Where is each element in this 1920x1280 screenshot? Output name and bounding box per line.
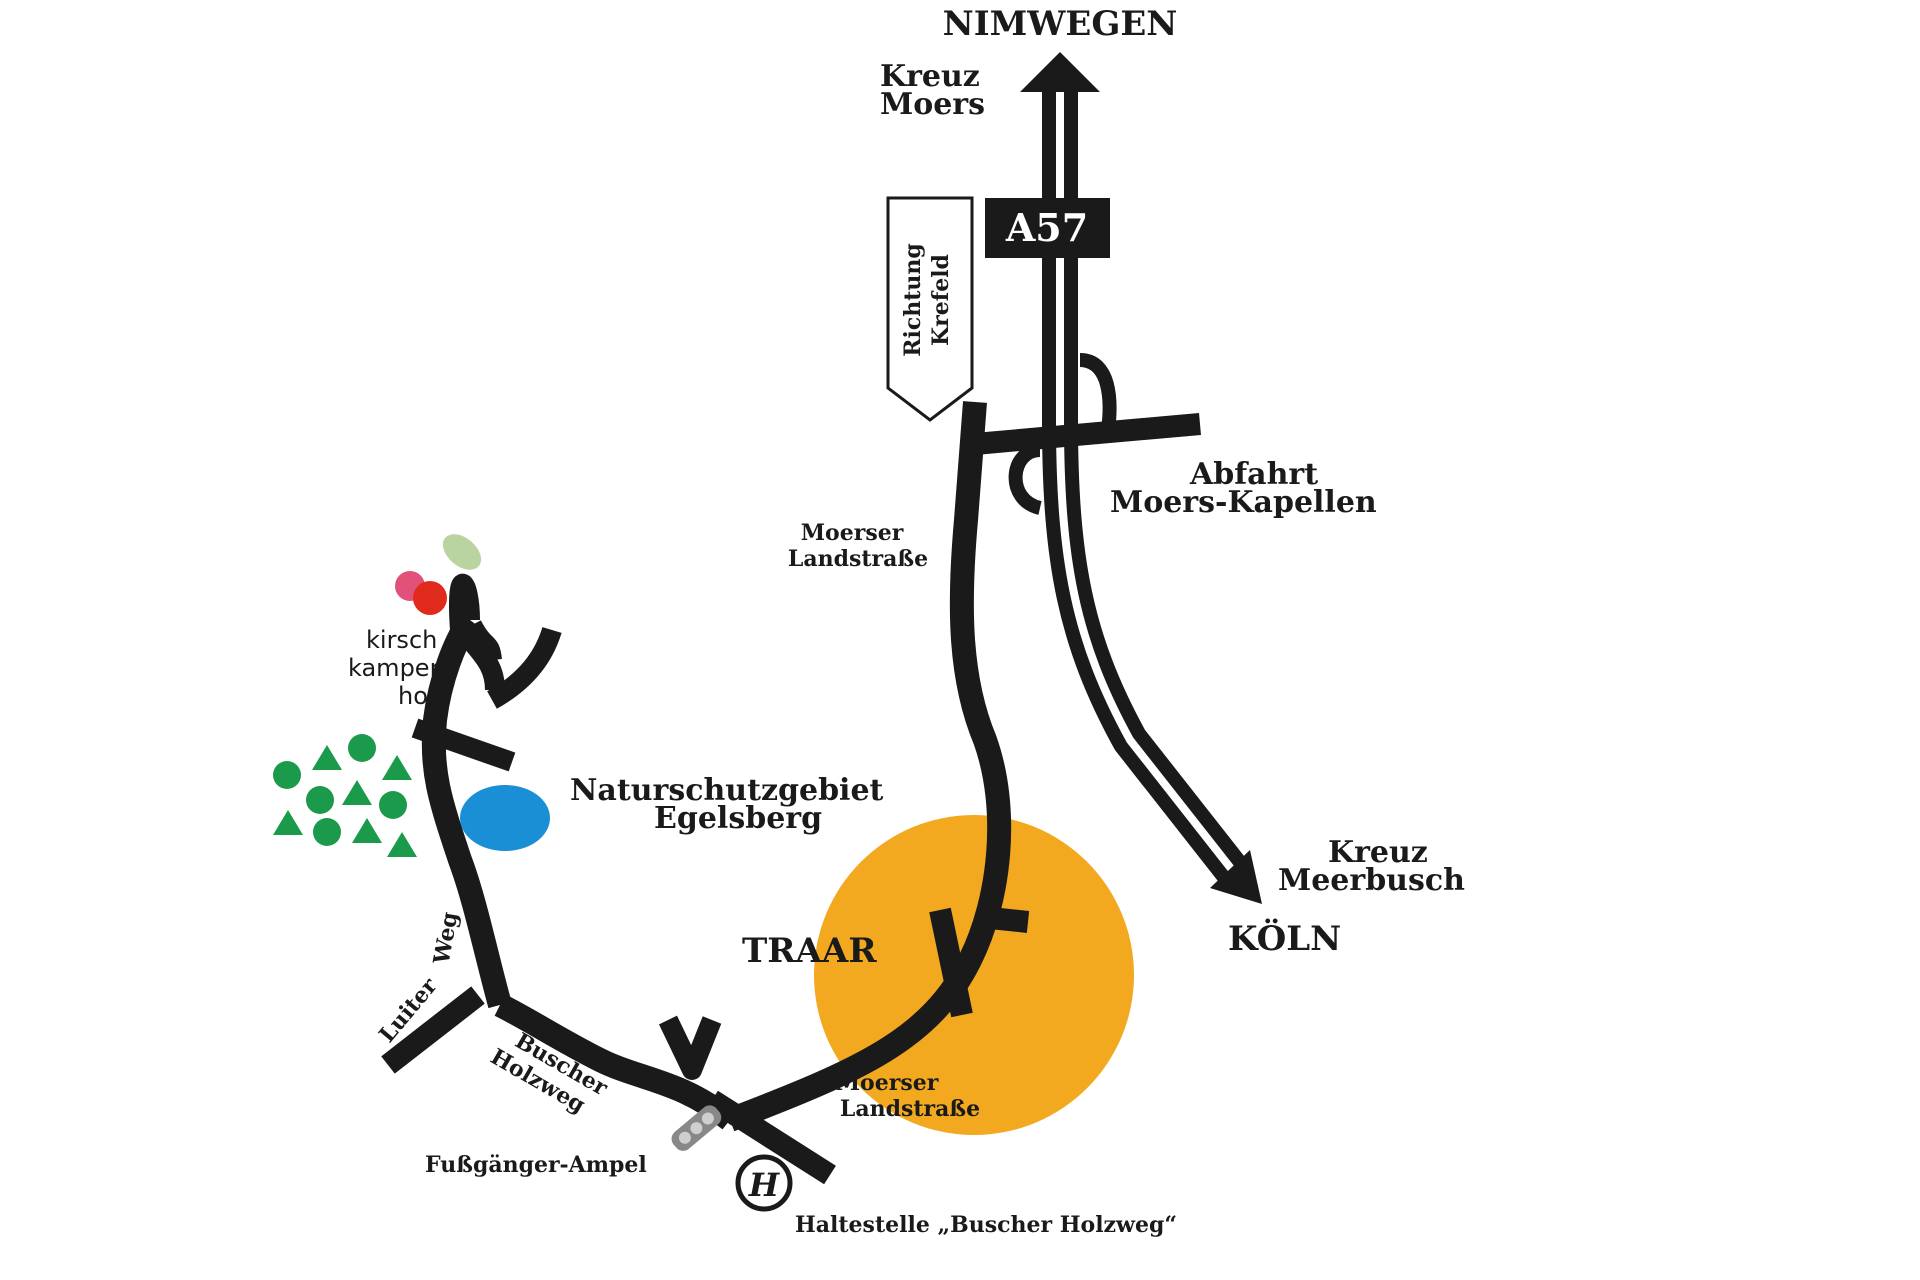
abfahrt-cross-road xyxy=(974,413,1201,455)
kreuz-meerbusch-label-1: Kreuz xyxy=(1328,835,1428,870)
krefeld-label: Krefeld xyxy=(928,254,954,346)
traffic-light-icon xyxy=(671,1105,722,1151)
abfahrt-label-2: Moers-Kapellen xyxy=(1110,485,1377,520)
moerser-top-label-1: Moerser xyxy=(801,520,904,546)
naturschutz-label-2: Egelsberg xyxy=(654,801,822,836)
haltestelle-label: Haltestelle „Buscher Holzweg“ xyxy=(795,1212,1177,1238)
moerser-top-label-2: Landstraße xyxy=(788,546,928,572)
forest-icon xyxy=(273,734,417,857)
ampel-label: Fußgänger-Ampel xyxy=(425,1152,647,1178)
traar-crossing xyxy=(929,907,973,1018)
a57-shield: A57 xyxy=(985,198,1110,258)
luiter-weg-road xyxy=(421,612,512,1009)
kirschkamper-branch-left xyxy=(453,620,505,691)
leaf-icon xyxy=(442,534,482,570)
luiter-weg-cross xyxy=(381,986,485,1074)
kirschkamperhof-label-1: kirsch xyxy=(366,626,437,654)
moerser-bottom-label-1: Moerser xyxy=(836,1070,939,1096)
kirschkamper-fork xyxy=(449,573,480,631)
fork-road xyxy=(658,1015,722,1080)
bus-stop-letter: H xyxy=(748,1166,781,1204)
naturschutz-label-1: Naturschutzgebiet xyxy=(570,773,884,808)
kreuz-moers-label-2: Moers xyxy=(880,87,985,122)
highway-label: A57 xyxy=(1005,205,1088,250)
direction-arrow-icon xyxy=(1210,850,1262,904)
buscher-holzweg-road xyxy=(494,994,738,1130)
kirschkamperhof-label-2: kamper xyxy=(348,654,440,682)
exit-ramp xyxy=(1079,353,1117,431)
a57-highway xyxy=(1042,80,1255,892)
lake-icon xyxy=(460,785,550,851)
traar-label: TRAAR xyxy=(742,931,877,971)
kreuz-moers-label-1: Kreuz xyxy=(880,59,980,94)
traar-crossing-stub xyxy=(988,907,1030,933)
kreuz-meerbusch-label-2: Meerbusch xyxy=(1278,863,1465,898)
abfahrt-label-1: Abfahrt xyxy=(1189,457,1318,492)
kirschkamperhof-label-3: hof xyxy=(398,682,437,710)
direction-arrow-icon xyxy=(1020,52,1100,92)
southern-crossing xyxy=(706,1090,836,1185)
kirschkamper-branch-right xyxy=(487,626,562,709)
moerser-landstrasse-road xyxy=(725,401,1012,1132)
koeln-label: KÖLN xyxy=(1228,918,1341,959)
northern-crossing xyxy=(411,718,516,772)
richtung-krefeld-sign: Richtung Krefeld xyxy=(886,196,974,422)
cherry-icon xyxy=(413,581,447,615)
exit-ramp xyxy=(1008,443,1043,515)
bus-stop-icon: H xyxy=(735,1154,793,1212)
moerser-bottom-label-2: Landstraße xyxy=(840,1096,980,1122)
richtung-label: Richtung xyxy=(900,243,926,357)
weg-label: Weg xyxy=(428,910,463,967)
nimwegen-label: NIMWEGEN xyxy=(943,4,1178,44)
